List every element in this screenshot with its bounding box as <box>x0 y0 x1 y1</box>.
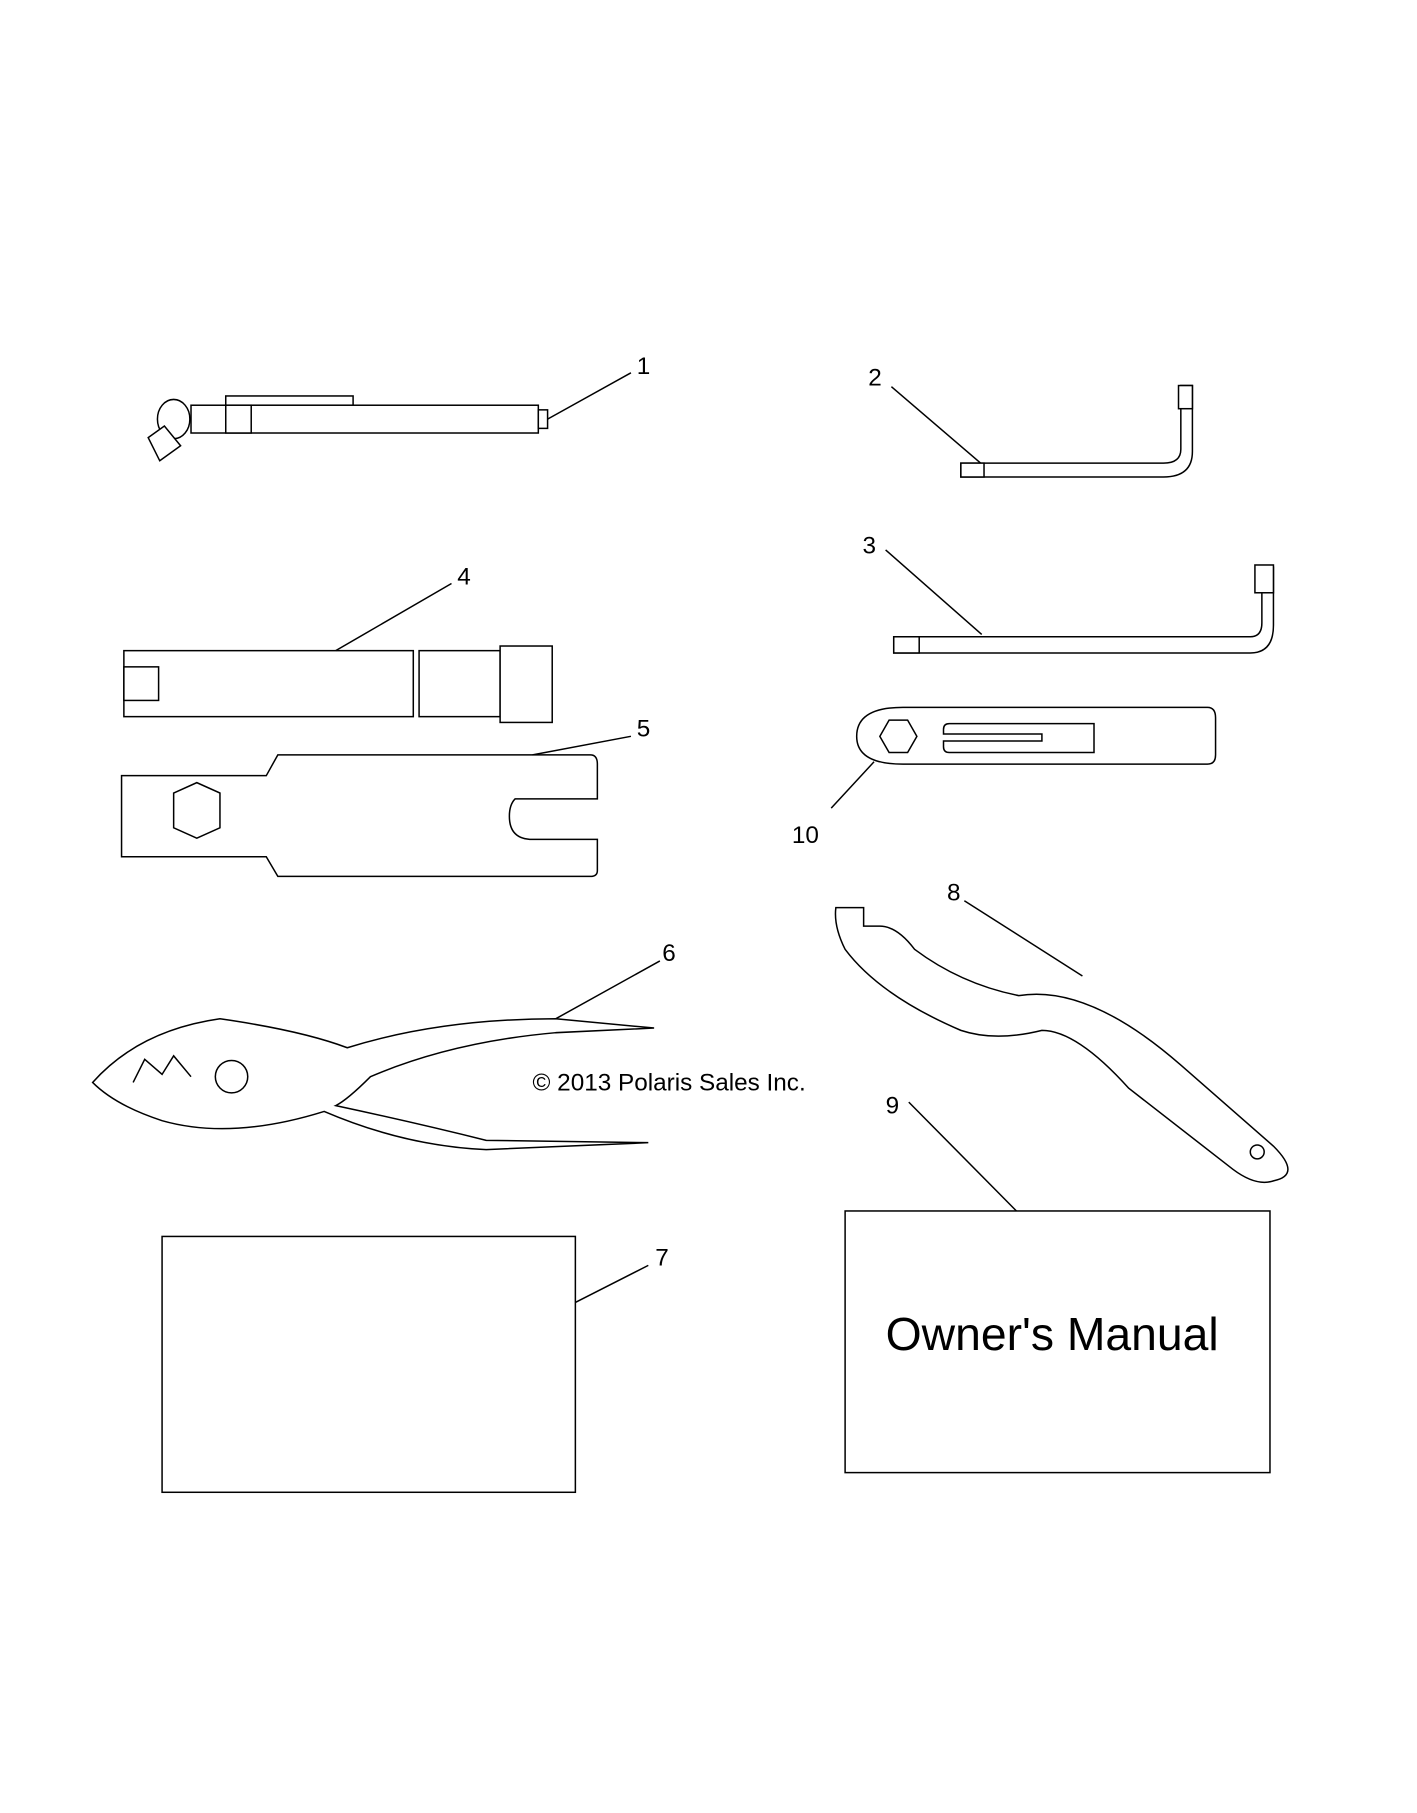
callout-9: 9 <box>886 1093 900 1120</box>
part-1-pressure-gauge: 1 <box>147 353 651 462</box>
callout-1: 1 <box>637 353 651 380</box>
part-3-hex-key: 3 <box>862 532 1275 654</box>
callout-4: 4 <box>457 564 471 591</box>
part-7-card: 7 <box>161 1235 669 1494</box>
callout-8: 8 <box>947 880 961 907</box>
callout-2: 2 <box>868 365 882 392</box>
owners-manual-title: Owner's Manual <box>886 1308 1219 1360</box>
callout-3: 3 <box>862 532 876 559</box>
callout-10: 10 <box>792 822 819 849</box>
callout-5: 5 <box>637 715 651 742</box>
callout-6: 6 <box>662 940 676 967</box>
part-4-spark-plug-socket: 4 <box>123 564 553 724</box>
part-2-hex-key: 2 <box>868 365 1194 478</box>
copyright-notice: © 2013 Polaris Sales Inc. <box>533 1070 806 1097</box>
callout-7: 7 <box>655 1244 669 1271</box>
part-10-tool: 10 <box>792 706 1217 849</box>
part-5-wrench: 5 <box>120 715 651 878</box>
part-8-spanner-wrench: 8 <box>834 880 1289 1184</box>
part-6-pliers: 6 <box>91 940 676 1151</box>
part-9-owners-manual: Owner's Manual 9 <box>844 1093 1271 1474</box>
